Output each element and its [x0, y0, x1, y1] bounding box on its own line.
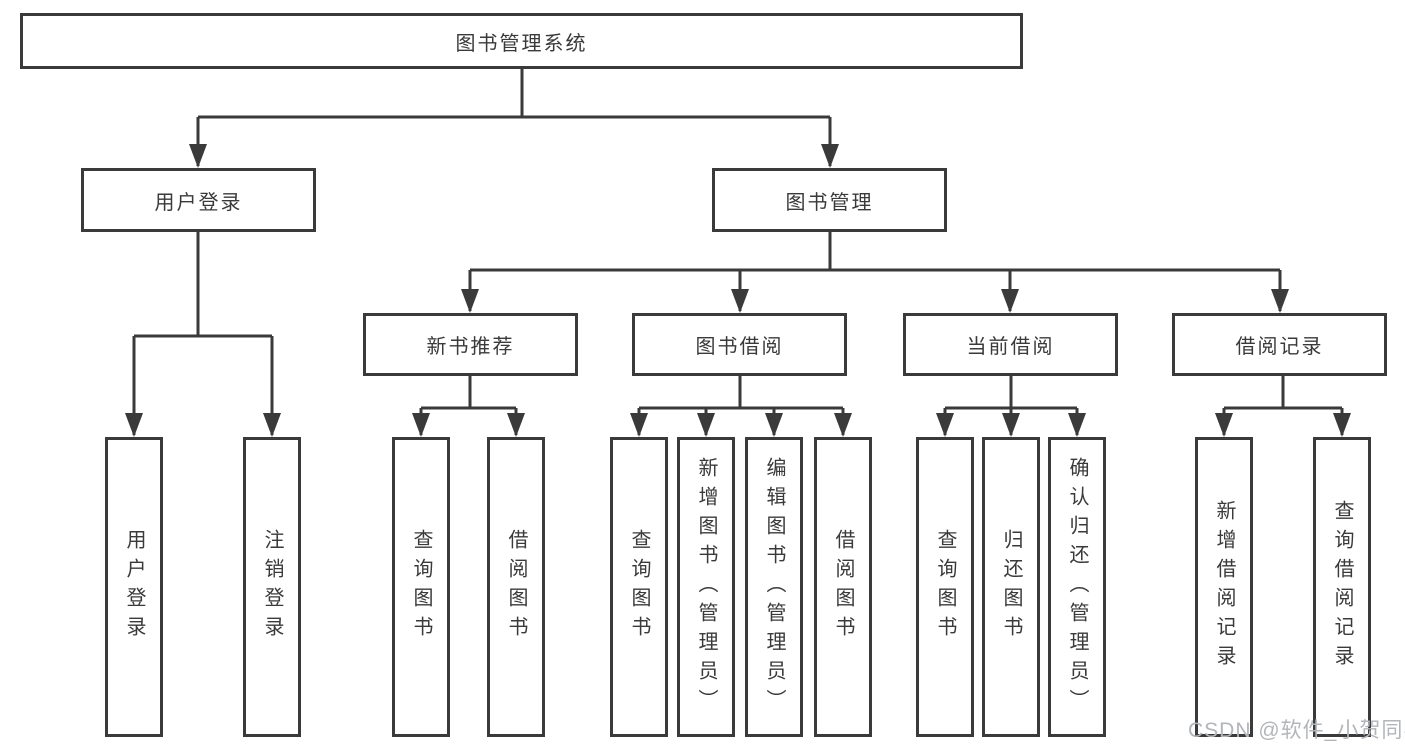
node-book-borrowing-label: 图书借阅	[695, 336, 784, 358]
tree-edges	[132, 69, 1344, 435]
leaf-confirm-return-admin: 确认归还（管理员）	[1048, 437, 1106, 737]
leaf-logout-label: 注销登录	[261, 529, 283, 645]
leaf-borrowing-query-books-label: 查询图书	[628, 529, 650, 645]
leaf-logout: 注销登录	[243, 437, 301, 737]
node-root-label: 图书管理系统	[455, 32, 588, 55]
node-book-management: 图书管理	[712, 168, 947, 232]
leaf-user-login-label: 用户登录	[123, 529, 145, 645]
node-book-management-label: 图书管理	[785, 191, 874, 214]
leaf-recommend-query-books-label: 查询图书	[410, 529, 432, 645]
leaf-user-login: 用户登录	[105, 437, 163, 737]
leaf-borrowing-borrow-books: 借阅图书	[814, 437, 872, 737]
node-user-login: 用户登录	[81, 168, 316, 232]
arrowheads	[125, 144, 1351, 437]
leaf-recommend-query-books: 查询图书	[392, 437, 450, 737]
leaf-return-book: 归还图书	[982, 437, 1040, 737]
leaf-query-borrow-record-label: 查询借阅记录	[1331, 500, 1353, 674]
node-current-borrowing-label: 当前借阅	[966, 336, 1055, 358]
leaf-add-borrow-record: 新增借阅记录	[1195, 437, 1253, 737]
node-user-login-label: 用户登录	[154, 191, 243, 214]
node-root: 图书管理系统	[20, 13, 1023, 69]
leaf-return-book-label: 归还图书	[1000, 529, 1022, 645]
leaf-recommend-borrow-books: 借阅图书	[487, 437, 545, 737]
node-book-borrowing: 图书借阅	[632, 313, 847, 376]
leaf-current-query-books-label: 查询图书	[934, 529, 956, 645]
leaf-edit-book-admin: 编辑图书（管理员）	[745, 437, 803, 737]
node-new-book-recommend: 新书推荐	[363, 313, 578, 376]
node-borrowing-records-label: 借阅记录	[1235, 336, 1324, 358]
csdn-watermark: CSDN @软件_小贺同学	[1188, 719, 1405, 742]
node-new-book-recommend-label: 新书推荐	[426, 336, 515, 358]
node-current-borrowing: 当前借阅	[903, 313, 1118, 376]
leaf-confirm-return-admin-label: 确认归还（管理员）	[1066, 456, 1088, 718]
leaf-add-book-admin-label: 新增图书（管理员）	[695, 456, 717, 718]
leaf-query-borrow-record: 查询借阅记录	[1313, 437, 1371, 737]
leaf-edit-book-admin-label: 编辑图书（管理员）	[763, 456, 785, 718]
leaf-add-book-admin: 新增图书（管理员）	[677, 437, 735, 737]
leaf-current-query-books: 查询图书	[916, 437, 974, 737]
node-borrowing-records: 借阅记录	[1172, 313, 1387, 376]
leaf-recommend-borrow-books-label: 借阅图书	[505, 529, 527, 645]
leaf-add-borrow-record-label: 新增借阅记录	[1213, 500, 1235, 674]
leaf-borrowing-borrow-books-label: 借阅图书	[832, 529, 854, 645]
leaf-borrowing-query-books: 查询图书	[610, 437, 668, 737]
